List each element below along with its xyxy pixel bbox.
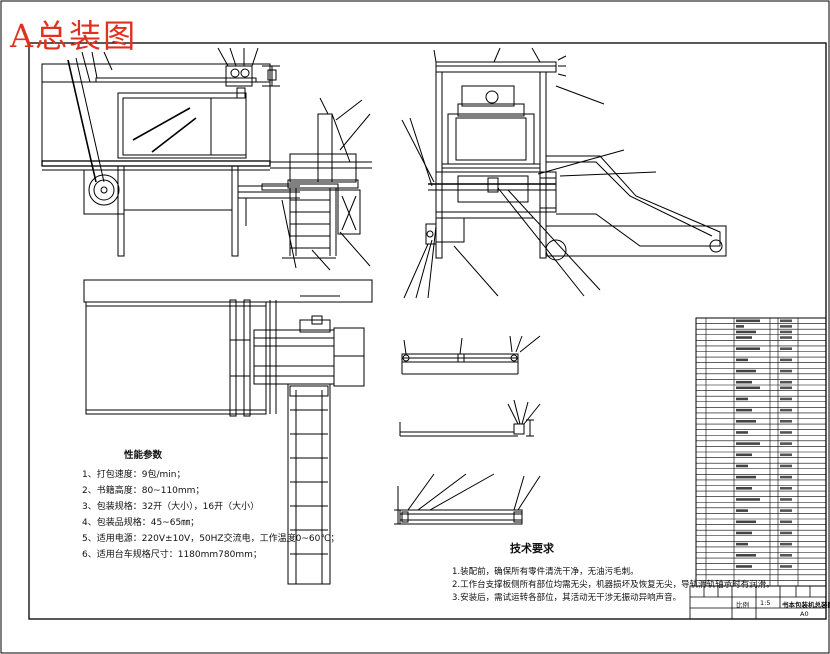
bom-cell-mark: [780, 554, 792, 557]
technical-heading: 技术要求: [510, 542, 554, 555]
bom-cell-mark: [780, 453, 792, 457]
bom-cell-mark: [736, 319, 760, 323]
bom-cell-mark: [736, 531, 752, 535]
bom-cell-mark: [736, 330, 756, 334]
bom-cell-mark: [736, 386, 760, 390]
bom-table: [695, 317, 827, 587]
detail-assembly-1: [401, 335, 541, 375]
top-view: [83, 279, 373, 585]
bom-cell-mark: [780, 431, 792, 434]
title-block-name: 书本包装机总装图: [782, 601, 830, 609]
bom-cell-mark: [780, 358, 792, 362]
bom-cell-mark: [780, 386, 792, 390]
performance-item: 5、适用电源：220V±10V，50HZ交流电，工作温度0~60℃；: [82, 534, 340, 544]
technical-item: 3.安装后，需试运转各部位，其活动无干涉无振动异响声音。: [452, 593, 682, 603]
bom-cell-mark: [780, 531, 792, 535]
performance-item: 3、包装规格：32开（大小），16开（大小）: [82, 502, 260, 512]
bom-cell-mark: [736, 520, 756, 524]
detail-assembly-3: [394, 473, 541, 525]
title-block-scale-label: 比例: [736, 601, 749, 609]
bom-cell-mark: [736, 397, 748, 401]
bom-cell-mark: [780, 442, 792, 445]
performance-parameters: 性能参数 1、打包速度：9包/min； 2、书籍高度：80~110mm； 3、包…: [82, 447, 340, 563]
bom-cell-mark: [736, 358, 748, 362]
bom-cell-mark: [780, 336, 792, 339]
performance-item: 2、书籍高度：80~110mm；: [82, 486, 205, 496]
performance-item: 1、打包速度：9包/min；: [82, 470, 186, 480]
bom-cell-mark: [736, 554, 756, 557]
bom-cell-mark: [780, 565, 792, 568]
bom-cell-mark: [736, 380, 752, 384]
title-block: [689, 585, 827, 620]
bom-cell-mark: [736, 487, 752, 490]
bom-cell-mark: [780, 487, 792, 490]
bom-cell-mark: [780, 397, 792, 401]
technical-item: 2.工作台支撑板侧所有部位均需无尖，机器损坏及恢复无尖，导轨滑轨轴承时有润滑。: [452, 580, 775, 590]
bom-cell-mark: [736, 498, 760, 501]
bom-cell-mark: [736, 565, 752, 568]
bom-cell-mark: [780, 520, 792, 524]
bom-cell-mark: [736, 347, 760, 350]
technical-item: 1.装配前，确保所有零件清洗干净，无油污毛刺。: [452, 567, 639, 577]
bom-cell-mark: [736, 431, 748, 434]
bom-cell-mark: [736, 453, 752, 457]
bom-cell-mark: [736, 336, 752, 339]
bom-cell-mark: [780, 325, 792, 328]
bom-cell-mark: [736, 475, 756, 479]
performance-heading: 性能参数: [124, 450, 163, 461]
bom-cell-mark: [736, 464, 748, 468]
bom-cell-mark: [780, 347, 792, 350]
bom-cell-mark: [780, 498, 792, 501]
bom-cell-mark: [780, 319, 792, 323]
bom-cell-mark: [736, 420, 756, 423]
bom-cell-mark: [780, 408, 792, 412]
bom-cell-mark: [780, 542, 792, 546]
bom-cell-mark: [736, 509, 748, 512]
bom-cell-mark: [780, 380, 792, 384]
bom-cell-mark: [736, 369, 756, 373]
side-view: [401, 47, 727, 299]
bom-cell-mark: [736, 408, 752, 412]
bom-cell-mark: [780, 369, 792, 373]
drawing-title: A总装图: [10, 17, 138, 55]
title-block-sheet: A0: [800, 610, 809, 618]
bom-cell-mark: [780, 330, 792, 334]
bom-cell-mark: [780, 420, 792, 423]
bom-cell-mark: [736, 325, 744, 328]
performance-item: 6、适用台车规格尺寸：1180mm780mm；: [82, 550, 262, 560]
performance-item: 4、包装品规格：45~65㎜；: [82, 518, 200, 528]
bom-cell-mark: [780, 475, 792, 479]
bom-cell-mark: [736, 442, 760, 445]
detail-assembly-2: [399, 399, 541, 437]
front-view: [41, 47, 372, 271]
technical-requirements: 技术要求 1.装配前，确保所有零件清洗干净，无油污毛刺。 2.工作台支撑板侧所有…: [452, 540, 775, 605]
bom-cell-mark: [780, 509, 792, 512]
title-block-scale: 1:5: [760, 599, 771, 607]
bom-cell-mark: [736, 542, 748, 546]
bom-cell-mark: [780, 464, 792, 468]
